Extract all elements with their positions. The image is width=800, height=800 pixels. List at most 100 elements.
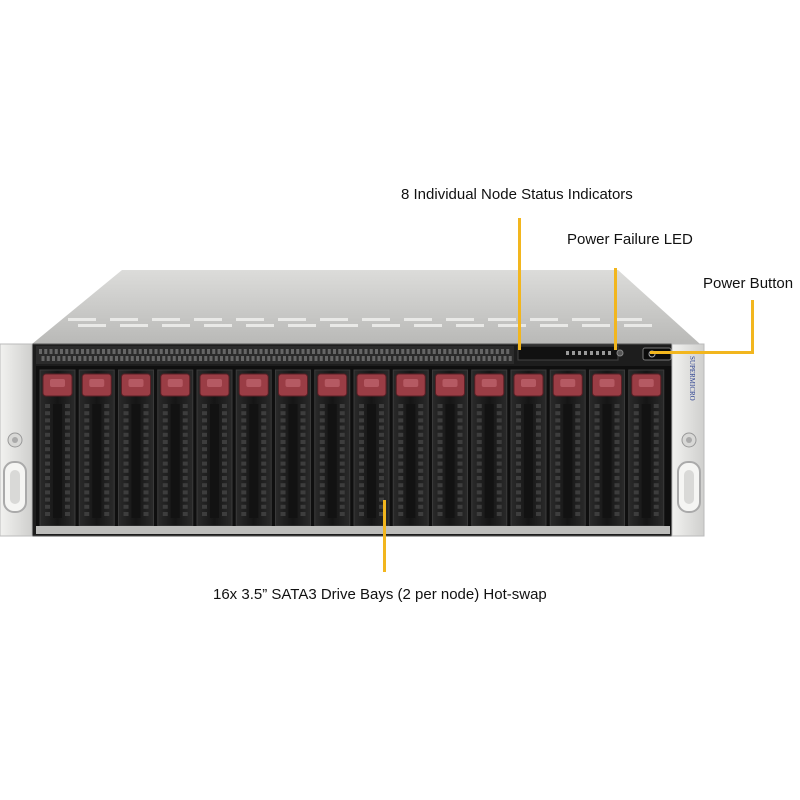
tray-vent-slot: [398, 504, 404, 509]
mesh-hole: [432, 349, 436, 354]
mesh-hole: [44, 349, 48, 354]
tray-vent-slot: [123, 432, 129, 437]
drive-tray[interactable]: [275, 369, 311, 527]
tray-vent-slot: [202, 512, 207, 516]
top-vent-slot: [278, 318, 306, 321]
tray-vent-slot: [162, 483, 168, 488]
tray-vent-slot: [45, 504, 50, 509]
tray-vent-slot: [457, 432, 463, 437]
mesh-hole: [214, 356, 218, 361]
tray-vent-slot: [379, 411, 384, 416]
tray-vent-slot: [379, 440, 384, 444]
tray-vent-slot: [162, 504, 168, 509]
tray-vent-slot: [202, 404, 207, 408]
mesh-hole: [377, 356, 381, 361]
top-vent-slot: [194, 318, 222, 321]
tray-vent-slot: [555, 454, 561, 459]
drive-tray[interactable]: [589, 369, 625, 527]
tray-vent-slot: [123, 418, 129, 423]
tray-vent-slot: [614, 504, 620, 509]
top-vent-slot: [614, 318, 642, 321]
drive-tray[interactable]: [432, 369, 468, 527]
top-vent-slot: [414, 324, 442, 327]
tray-vent-slot: [300, 404, 306, 408]
tray-vent-slot: [575, 483, 581, 488]
tray-vent-slot: [653, 497, 659, 502]
tray-vent-slot: [437, 411, 443, 416]
tray-vent-slot: [280, 512, 286, 516]
tray-vent-slot: [594, 461, 600, 466]
drive-tray[interactable]: [78, 369, 115, 527]
tray-vent-slot: [202, 468, 207, 473]
tray-vent-slot: [339, 468, 345, 473]
drive-tray[interactable]: [196, 369, 233, 527]
tray-vent-slot: [575, 432, 581, 437]
node-status-leader-vertical: [518, 218, 521, 350]
tray-vent-slot: [594, 497, 600, 502]
power-button-leader-horizontal: [650, 351, 754, 354]
tray-vent-slot: [162, 447, 168, 452]
mesh-hole: [296, 349, 300, 354]
node-status-leds: [566, 351, 611, 355]
drive-tray[interactable]: [118, 369, 154, 527]
tray-vent-slot: [614, 512, 620, 516]
mesh-hole: [335, 356, 339, 361]
mesh-holes: [39, 349, 512, 361]
tray-vent-slot: [222, 411, 227, 416]
tray-vent-slot: [319, 432, 325, 437]
tray-vent-slot: [319, 483, 325, 488]
tray-vent-slot: [614, 411, 620, 416]
tray-vent-slot: [633, 504, 639, 509]
drive-tray[interactable]: [549, 369, 586, 527]
tray-vent-slot: [653, 404, 659, 408]
drive-tray[interactable]: [353, 369, 390, 527]
drive-tray[interactable]: [392, 369, 429, 527]
mesh-hole: [91, 349, 95, 354]
tray-vent-slot: [104, 504, 110, 509]
mesh-hole: [88, 356, 92, 361]
tray-vent-slot: [536, 411, 541, 416]
tray-vent-slot: [379, 476, 384, 480]
tray-vent-slot: [280, 404, 286, 408]
tray-vent-slot: [633, 447, 639, 452]
tray-vent-slot: [123, 404, 129, 408]
tray-vent-slot: [162, 476, 168, 480]
drive-tray[interactable]: [39, 369, 76, 527]
tray-vent-slot: [398, 418, 404, 423]
drive-tray[interactable]: [628, 369, 665, 527]
tray-vent-slot: [241, 476, 247, 480]
tray-vent-slot: [379, 497, 384, 502]
tray-vent-slot: [575, 447, 581, 452]
drive-tray[interactable]: [157, 369, 194, 527]
top-vent-slot: [446, 318, 474, 321]
mesh-hole: [451, 356, 454, 361]
mesh-hole: [67, 356, 71, 361]
tray-vent-slot: [104, 454, 110, 459]
node-status-led: [572, 351, 575, 355]
tray-vent-slot: [65, 425, 70, 430]
tray-vent-slot: [84, 425, 90, 430]
mesh-hole: [288, 356, 292, 361]
mesh-hole: [422, 349, 426, 354]
tray-vent-slot: [65, 404, 70, 408]
tray-vent-slot: [516, 504, 521, 509]
drive-tray[interactable]: [314, 369, 351, 527]
tray-vent-slot: [379, 432, 384, 437]
tray-vent-slot: [653, 476, 659, 480]
tray-vent-slot: [261, 461, 267, 466]
drive-tray[interactable]: [235, 369, 272, 527]
top-vent-slot: [456, 324, 484, 327]
tray-vent-slot: [614, 468, 620, 473]
tray-vent-slot: [457, 454, 463, 459]
tray-vent-slot: [653, 418, 659, 423]
tray-vent-slot: [222, 425, 227, 430]
mesh-hole: [133, 349, 137, 354]
mesh-hole: [170, 349, 174, 354]
drive-tray[interactable]: [510, 369, 547, 527]
tray-vent-slot: [496, 468, 502, 473]
drive-tray[interactable]: [471, 369, 508, 527]
tray-vent-slot: [202, 411, 207, 416]
mesh-hole: [99, 356, 103, 361]
power-button[interactable]: [642, 347, 672, 361]
mesh-hole: [125, 356, 129, 361]
